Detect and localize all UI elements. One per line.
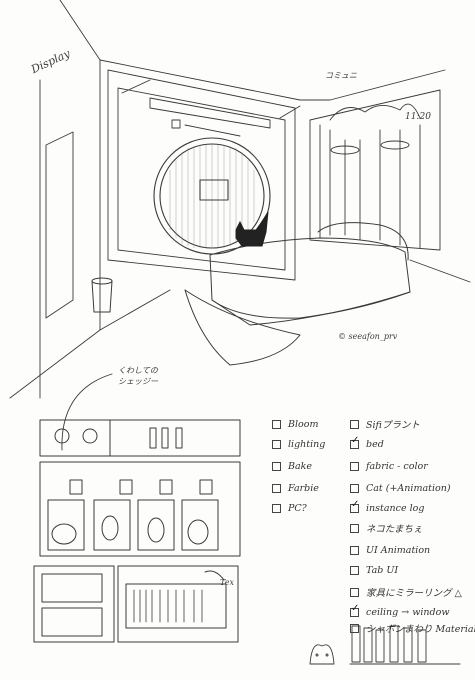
note-arrow [61,373,113,451]
checklist-item[interactable]: fabric - color [350,458,428,474]
checklist-item[interactable]: シャボンまわり Material [350,620,475,636]
checkbox-icon[interactable] [350,483,359,493]
checkbox-checked-icon[interactable] [350,435,359,449]
checklist-item[interactable]: UI Animation [350,542,430,558]
checklist-item[interactable]: instance log [350,499,424,516]
checklist-item[interactable]: Tab UI [350,562,398,578]
cat-doodle [309,625,461,665]
checklist-item[interactable]: Cat (+Animation) [350,480,451,496]
checkbox-icon[interactable] [350,523,359,533]
room-walls [9,0,471,399]
clock-text: 11:20 [405,112,431,122]
watermark-text: © seeafon_prv [338,332,398,341]
checklist-item[interactable]: ネコたまちぇ [350,520,423,536]
checklist-item[interactable]: Bake [272,458,312,474]
checkbox-icon[interactable] [272,419,281,429]
shelf-sketch [33,419,241,643]
checklist-item[interactable]: lighting [272,436,325,452]
checklist-item[interactable]: PC? [272,500,307,516]
checkbox-icon[interactable] [272,503,281,513]
checklist-item[interactable]: Farbie [272,480,319,496]
checkbox-icon[interactable] [350,623,359,633]
checkbox-icon[interactable] [272,439,281,449]
shelf-side-label: Tex [220,578,234,587]
checkbox-icon[interactable] [272,461,281,471]
checkbox-icon[interactable] [272,483,281,493]
checkbox-checked-icon[interactable] [350,603,359,617]
bed [184,222,411,366]
bin [91,277,113,313]
checklist-item[interactable]: Sifiプラント [350,416,420,432]
checklist-item[interactable]: ceiling → window [350,603,449,620]
checkbox-checked-icon[interactable] [350,499,359,513]
checkbox-icon[interactable] [350,545,359,555]
round-window [153,137,271,255]
checklist-item[interactable]: bed [350,435,384,452]
corner-note: コミュニ [325,71,357,80]
checkbox-icon[interactable] [350,419,359,429]
checklist-item[interactable]: Bloom [272,416,318,432]
checkbox-icon[interactable] [350,587,359,597]
checkbox-icon[interactable] [350,461,359,471]
checkbox-icon[interactable] [350,565,359,575]
shelf-note: くわしての シェッジー [118,366,158,386]
black-cat [235,211,269,247]
checklist-item[interactable]: 家具にミラーリング △ [350,584,462,600]
